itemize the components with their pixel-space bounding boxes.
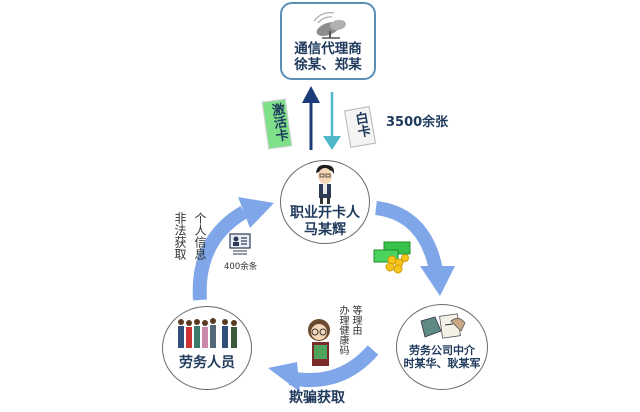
labor-company-names: 时某华、耿某军 [403,356,481,370]
arrow-to-laborers [268,345,379,392]
arrow-to-labor-company [374,201,455,296]
telecom-agent-names: 徐某、郑某 [294,56,362,73]
telecom-agent-node: 通信代理商 徐某、郑某 [280,2,376,80]
laborers-title: 劳务人员 [179,355,235,371]
labor-company-title: 劳务公司中介 [409,344,475,357]
money-coins-icon [373,241,411,274]
id-card-icon [229,233,251,255]
card-opener-node: 职业开卡人 马某辉 [280,160,370,244]
activated-card-label: 激活卡 [268,101,289,143]
fraud-reason-col2: 等理由 [350,305,361,335]
illegal-info-col2: 非法获取 [173,212,187,260]
handshake-documents-icon [420,313,466,339]
up-arrow [302,86,320,150]
man-avatar-icon [316,164,335,204]
fraud-label: 欺骗获取 [289,390,345,406]
group-of-people-icon [178,318,237,348]
arrow-to-card-opener [192,197,274,301]
telecom-agent-title: 通信代理商 [294,41,362,57]
blank-card-count: 3500余张 [386,115,449,130]
fraud-reason-col1: 办理健康码 [337,305,348,355]
labor-company-node: 劳务公司中介 时某华、耿某军 [396,304,488,390]
card-opener-name: 马某辉 [304,221,346,238]
card-opener-title: 职业开卡人 [290,205,360,221]
blank-card-label: 白卡 [351,110,371,139]
illegal-info-count: 400余条 [224,262,258,272]
down-arrow [323,92,341,150]
illegal-info-col1: 个人信息 [193,212,207,260]
satellite-dish-icon [313,12,346,39]
laborers-node: 劳务人员 [162,306,252,390]
girl-with-qr-code-icon [308,319,330,366]
